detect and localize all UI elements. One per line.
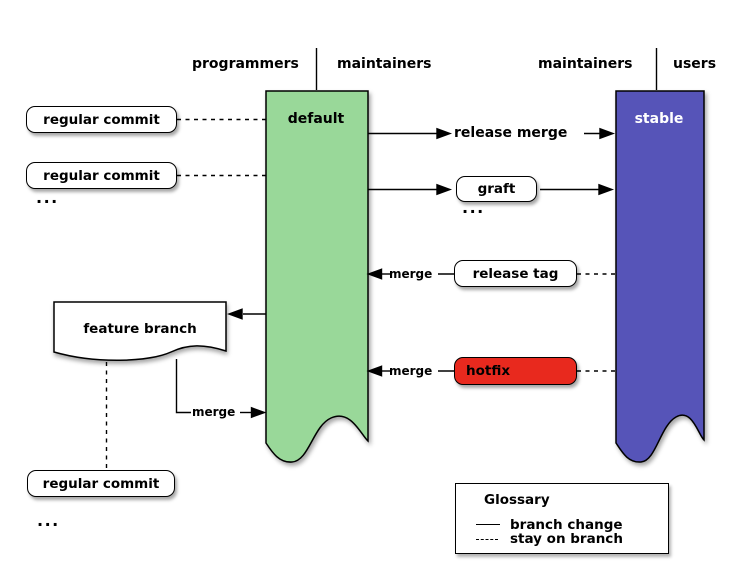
node-hotfix: hotfix (454, 357, 577, 385)
label-merge-release-tag: merge (389, 267, 433, 281)
arrow-default-to-feature-branch (226, 308, 266, 320)
ellipsis-grafts: ... (462, 198, 485, 217)
default-branch-band (265, 90, 369, 463)
stable-branch-band (615, 90, 705, 463)
label-merge-feature: merge (192, 405, 236, 419)
label-merge-hotfix: merge (389, 364, 433, 378)
arrow-graft-to-stable (540, 183, 615, 196)
default-branch-label: default (287, 111, 345, 127)
arrow-feature-merge-to-default (175, 359, 267, 419)
glossary-title: Glossary (484, 492, 550, 508)
glossary-item-branch-change: branch change (510, 517, 623, 533)
node-release-tag: release tag (454, 260, 577, 287)
arrow-release-merge-to-stable (584, 127, 616, 140)
label-release-merge: release merge (454, 125, 568, 141)
zone-label-users: users (673, 56, 717, 72)
node-regular-commit-1: regular commit (26, 106, 177, 133)
arrow-release-tag-merge-to-default (366, 268, 455, 280)
arrow-hotfix-merge-to-default (366, 365, 455, 377)
glossary-dashed-line-sample (476, 539, 498, 540)
glossary-solid-line-sample (476, 524, 500, 525)
node-graft: graft (456, 176, 537, 202)
zone-label-programmers: programmers (192, 56, 299, 72)
node-regular-commit-2: regular commit (26, 162, 177, 189)
ellipsis-feature-commits: ... (37, 511, 60, 530)
ellipsis-commits-left: ... (36, 188, 59, 207)
feature-branch-label: feature branch (83, 321, 197, 337)
arrow-default-to-graft (368, 183, 453, 196)
zone-label-maintainers-left: maintainers (337, 56, 432, 72)
node-regular-commit-3: regular commit (27, 470, 175, 497)
arrow-default-to-release-merge (368, 127, 453, 140)
glossary-item-stay-on-branch: stay on branch (510, 531, 623, 547)
zone-label-maintainers-right: maintainers (538, 56, 633, 72)
glossary-box: Glossary branch change stay on branch (455, 483, 669, 554)
feature-branch-shape (53, 301, 227, 361)
stable-branch-label: stable (634, 111, 684, 127)
